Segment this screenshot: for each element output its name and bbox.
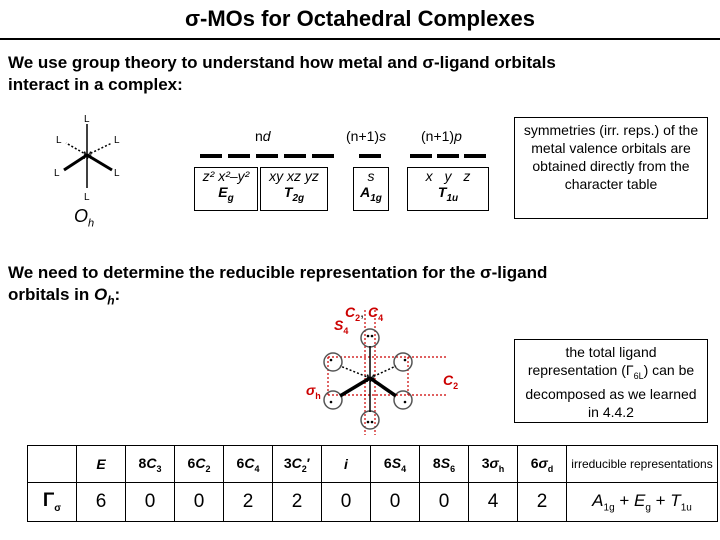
value-6sigma-d: 2 <box>517 482 567 522</box>
ligand-representation-note: the total ligand representation (Γ6L) ca… <box>514 339 708 423</box>
t2g-orbital-3: yz <box>304 168 319 184</box>
table-header-row: E 8C3 6C2 6C4 3C2′ i 6S4 8S6 3σh 6σd irr… <box>27 445 718 483</box>
p-orbital-bar-3 <box>464 154 486 158</box>
p-level-label: (n+1)p <box>421 128 462 144</box>
sym-bond-back-right <box>369 365 397 379</box>
intro-line-2: interact in a complex: <box>8 75 183 94</box>
value-3sigma-h: 4 <box>468 482 518 522</box>
reducible-line-2: orbitals in Oh: <box>8 285 121 308</box>
value-6C4: 2 <box>223 482 273 522</box>
character-table: E 8C3 6C2 6C4 3C2′ i 6S4 8S6 3σh 6σd irr… <box>27 445 718 522</box>
value-3C2prime: 2 <box>272 482 322 522</box>
sym-bond-front-left <box>339 376 371 398</box>
eg-box: z² x²–y² Eg <box>194 167 258 211</box>
sym-bond-front-right <box>369 376 397 398</box>
row-label: Γσ <box>27 482 77 522</box>
reducible-line-1: We need to determine the reducible repre… <box>8 263 548 282</box>
c4-top-label: C4 <box>368 304 384 323</box>
value-i: 0 <box>321 482 371 522</box>
s-orbital-bar <box>359 154 381 158</box>
bond-front-right <box>86 153 113 172</box>
eg-orbital-1: z² <box>202 168 215 184</box>
header-6C2: 6C2 <box>174 445 224 483</box>
t1u-orbital-1: x <box>425 168 433 184</box>
ligand-orbital-back-left <box>323 352 343 372</box>
corner-cell <box>27 445 77 483</box>
c2-right-label: C2 <box>443 372 459 391</box>
a1g-box: s A1g <box>353 167 389 211</box>
title-divider <box>0 38 720 40</box>
t1u-orbital-3: z <box>463 168 471 184</box>
header-8C3: 8C3 <box>125 445 175 483</box>
t2g-orbital-2: xz <box>287 168 301 184</box>
sigma-h-label: σh <box>306 382 321 401</box>
d-orbital-bar-1 <box>200 154 222 158</box>
eg-orbital-2: x²–y² <box>218 168 250 184</box>
t2g-orbital-1: xy <box>269 168 284 184</box>
bond-back-right <box>86 142 113 156</box>
header-6C4: 6C4 <box>223 445 273 483</box>
header-3C2prime: 3C2′ <box>272 445 322 483</box>
ligand-orbital-bottom <box>360 410 380 430</box>
symmetry-elements-diagram: M <box>323 310 448 435</box>
sym-bond-back-left <box>339 365 371 379</box>
value-8S6: 0 <box>419 482 469 522</box>
header-i: i <box>321 445 371 483</box>
d-orbital-bar-5 <box>312 154 334 158</box>
ligand-orbital-front-right <box>393 390 413 410</box>
header-6S4: 6S4 <box>370 445 420 483</box>
page-title: σ-MOs for Octahedral Complexes <box>184 6 536 31</box>
ligand-top: L <box>84 114 90 125</box>
header-8S6: 8S6 <box>419 445 469 483</box>
header-3sigma-h: 3σh <box>468 445 518 483</box>
d-orbital-bar-2 <box>228 154 250 158</box>
t1u-orbital-2: y <box>444 168 452 184</box>
t1u-box: x y z T1u <box>407 167 489 211</box>
intro-paragraph: We use group theory to understand how me… <box>8 52 708 96</box>
ligand-front-right: L <box>114 168 120 179</box>
intro-line-1: We use group theory to understand how me… <box>8 53 556 72</box>
metal-label: M <box>83 150 92 162</box>
reducible-rep-paragraph: We need to determine the reducible repre… <box>8 262 708 311</box>
ligand-front-left: L <box>54 168 60 179</box>
ligand-back-right: L <box>114 135 120 146</box>
decomposition: A1g + Eg + T1u <box>566 482 718 522</box>
ligand-orbital-top <box>360 328 380 348</box>
c2-top-label: C2, <box>345 304 365 323</box>
s4-label: S4 <box>334 317 349 336</box>
p-orbital-bar-2 <box>437 154 459 158</box>
header-irreducible: irreducible representations <box>566 445 718 483</box>
octahedral-complex-diagram: M L L L L L L <box>54 114 120 203</box>
sym-metal-label: M <box>366 373 375 385</box>
metal-symmetry-note: symmetries (irr. reps.) of the metal val… <box>514 117 708 219</box>
s-level-label: (n+1)s <box>346 128 387 144</box>
ligand-orbital-back-right <box>393 352 413 372</box>
nd-level-label: nd <box>255 128 271 144</box>
value-E: 6 <box>76 482 126 522</box>
d-orbital-bar-4 <box>284 154 306 158</box>
value-6C2: 0 <box>174 482 224 522</box>
table-row: Γσ 6 0 0 2 2 0 0 0 4 2 A1g + Eg + T1u <box>27 482 718 522</box>
t2g-box: xy xz yz T2g <box>260 167 328 211</box>
d-orbital-bar-3 <box>256 154 278 158</box>
ligand-bottom: L <box>84 192 90 203</box>
p-orbital-bar-1 <box>410 154 432 158</box>
a1g-orbital: s <box>367 168 375 184</box>
bond-back-left <box>65 142 88 156</box>
point-group-label: Oh <box>74 206 95 230</box>
bond-front-left <box>63 153 88 172</box>
value-6S4: 0 <box>370 482 420 522</box>
ligand-back-left: L <box>56 135 62 146</box>
header-6sigma-d: 6σd <box>517 445 567 483</box>
ligand-orbital-front-left <box>323 390 343 410</box>
header-E: E <box>76 445 126 483</box>
value-8C3: 0 <box>125 482 175 522</box>
